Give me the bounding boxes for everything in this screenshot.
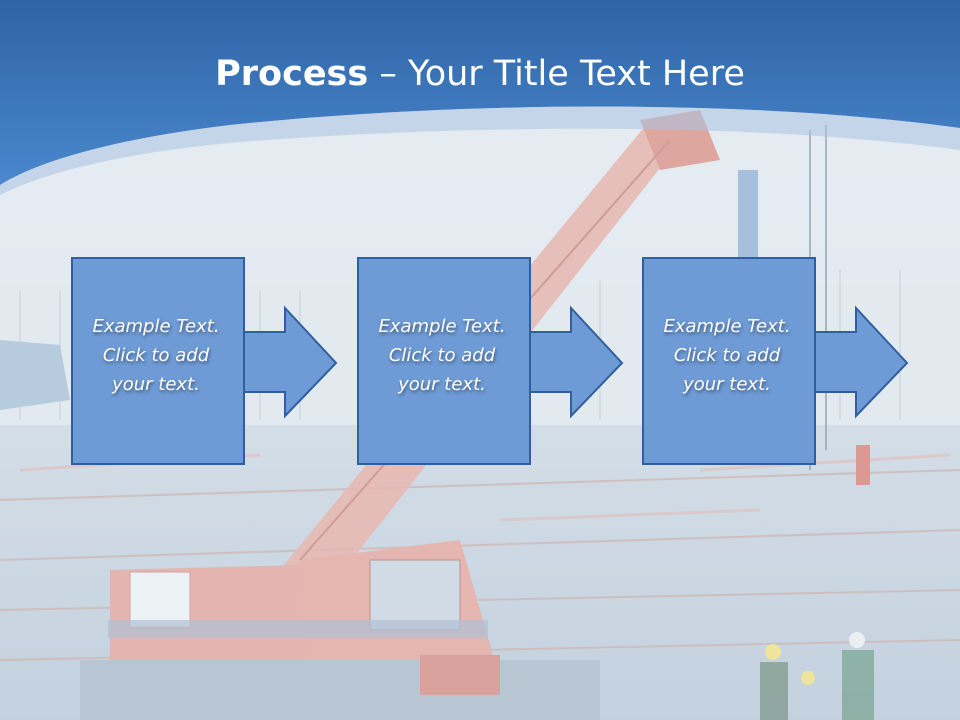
step-text-line: Example Text. bbox=[92, 316, 220, 337]
step-text[interactable]: Example Text. Click to add your text. bbox=[641, 312, 813, 399]
process-step-1[interactable]: Example Text. Click to add your text. bbox=[70, 256, 416, 466]
step-text-line: Click to add bbox=[673, 345, 781, 366]
slide-title: Process – Your Title Text Here bbox=[0, 52, 960, 96]
step-text[interactable]: Example Text. Click to add your text. bbox=[70, 312, 242, 399]
process-step-3[interactable]: Example Text. Click to add your text. bbox=[641, 256, 960, 466]
step-arrow-shape bbox=[642, 257, 909, 465]
step-text-line: your text. bbox=[112, 374, 200, 395]
process-step-2[interactable]: Example Text. Click to add your text. bbox=[356, 256, 702, 466]
step-text-line: Click to add bbox=[388, 345, 496, 366]
step-text[interactable]: Example Text. Click to add your text. bbox=[356, 312, 528, 399]
step-text-line: your text. bbox=[683, 374, 771, 395]
step-text-line: Example Text. bbox=[663, 316, 791, 337]
step-arrow-shape bbox=[357, 257, 624, 465]
slide-title-bold: Process bbox=[215, 54, 369, 94]
slide-title-rest: – Your Title Text Here bbox=[368, 54, 745, 94]
step-text-line: Example Text. bbox=[378, 316, 506, 337]
step-arrow-shape bbox=[71, 257, 338, 465]
step-text-line: your text. bbox=[398, 374, 486, 395]
step-text-line: Click to add bbox=[102, 345, 210, 366]
